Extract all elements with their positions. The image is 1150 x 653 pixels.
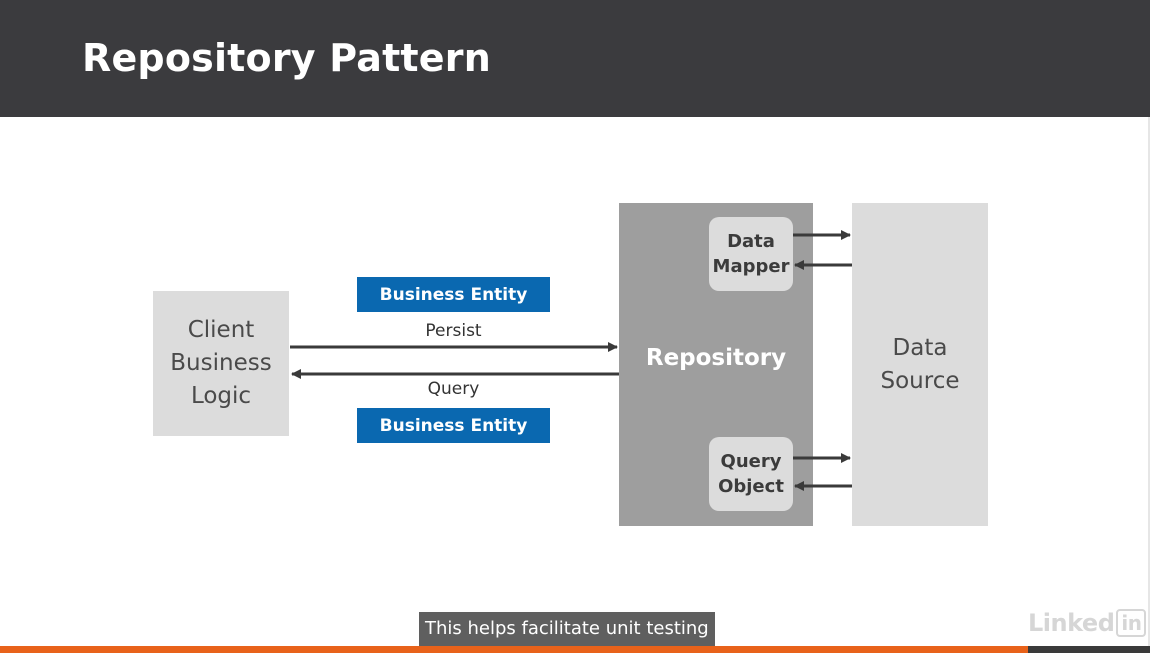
business-entity-query-badge: Business Entity xyxy=(357,408,550,443)
data-source-box: Data Source xyxy=(852,203,988,526)
query-label: Query xyxy=(427,379,480,399)
persist-label: Persist xyxy=(425,321,482,341)
subtitle-caption: This helps facilitate unit testing xyxy=(419,612,715,646)
logo-text: Linked xyxy=(1028,609,1115,637)
data-mapper-box: Data Mapper xyxy=(709,217,793,291)
linkedin-logo: Linked in xyxy=(1028,608,1147,638)
video-progress-fill xyxy=(0,646,1029,653)
video-progress-bar[interactable] xyxy=(0,646,1150,653)
client-business-logic-box: Client Business Logic xyxy=(153,291,289,436)
repository-label: Repository xyxy=(645,345,787,371)
logo-in-box: in xyxy=(1116,609,1147,637)
business-entity-persist-badge: Business Entity xyxy=(357,277,550,312)
title-bar: Repository Pattern xyxy=(0,0,1150,117)
slide-title: Repository Pattern xyxy=(82,36,491,80)
query-object-box: Query Object xyxy=(709,437,793,511)
